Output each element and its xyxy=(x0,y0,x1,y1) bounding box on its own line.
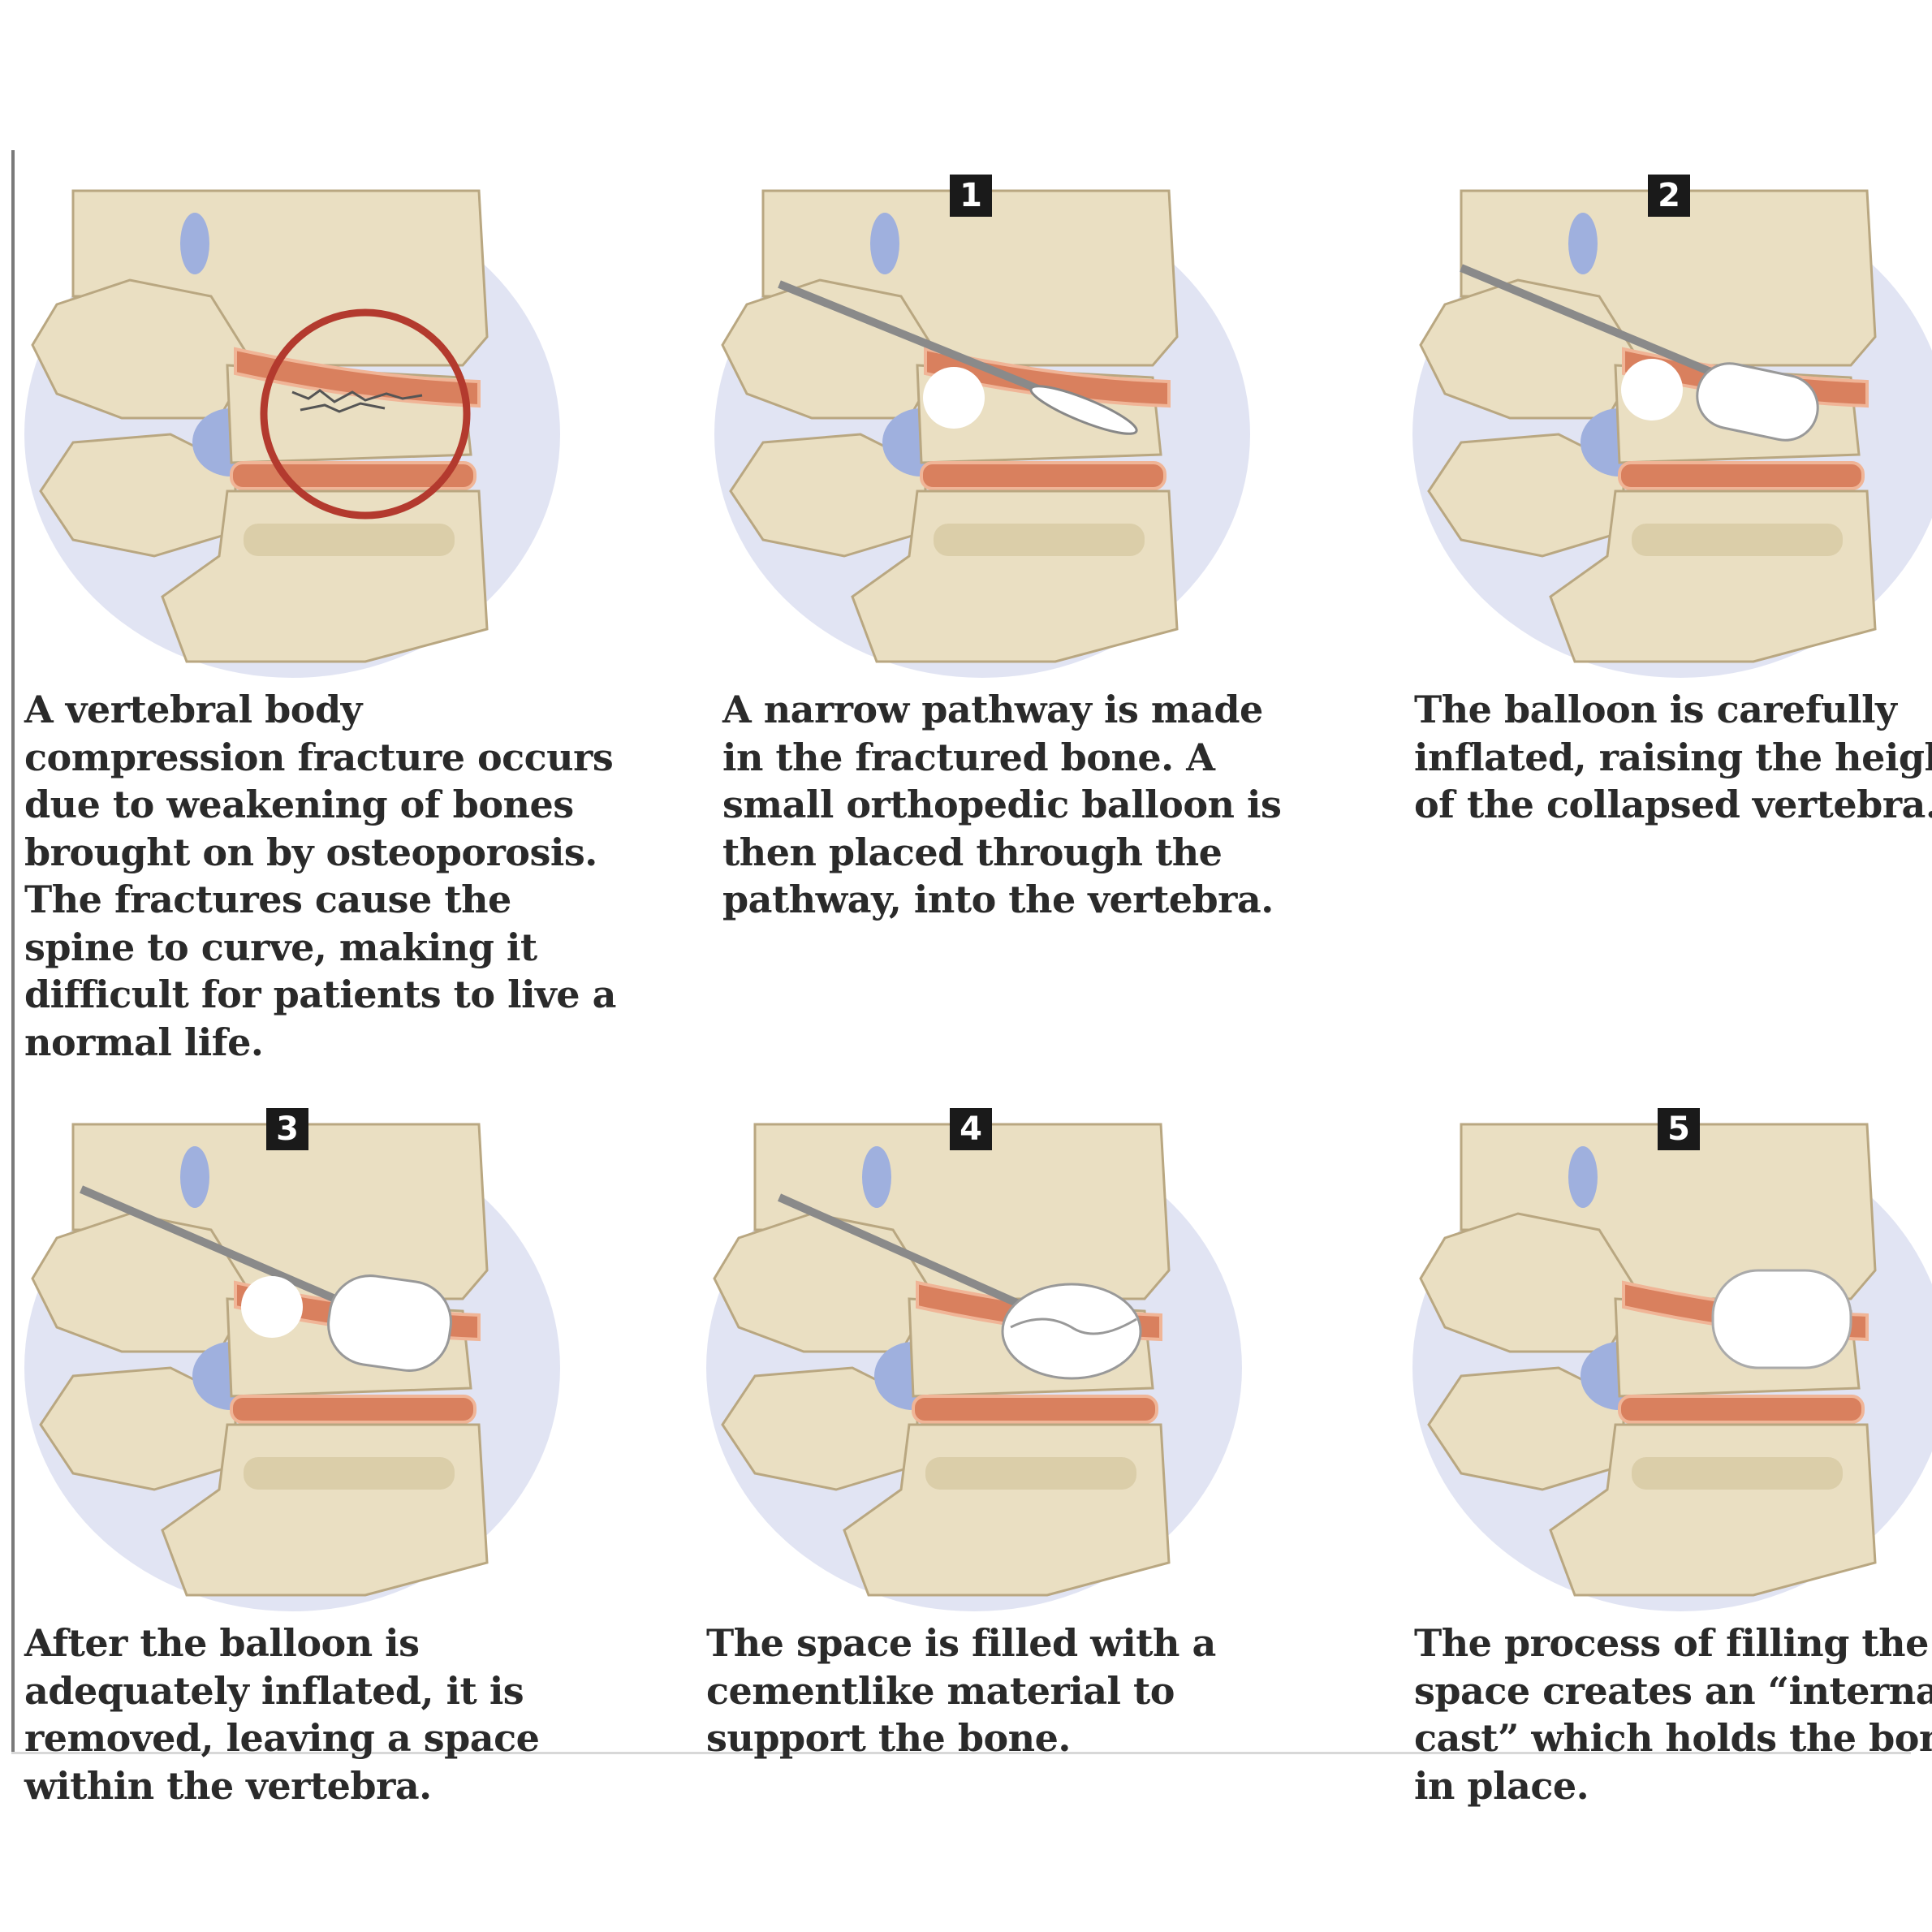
vertebra-step-5-svg xyxy=(1412,1123,1932,1611)
lower-disc xyxy=(912,1395,1158,1424)
vertebra-shading xyxy=(925,1457,1136,1490)
vertebra-illustration xyxy=(24,1108,641,1611)
posterior-process-lower xyxy=(39,433,237,558)
foramen-upper xyxy=(862,1146,891,1208)
posterior-process-lower xyxy=(1427,1366,1625,1491)
lower-disc xyxy=(1618,1395,1865,1424)
internal-cast xyxy=(1711,1269,1852,1369)
deflated-balloon xyxy=(1029,385,1138,435)
caption-step-5: The process of filling the space creates… xyxy=(1414,1621,1932,1808)
lower-disc xyxy=(920,461,1167,490)
vertebra-illustration xyxy=(706,1108,1323,1611)
vertebra-shading xyxy=(1632,524,1843,556)
vertebra-step-1-svg xyxy=(714,189,1250,678)
cement-filled-cavity xyxy=(1001,1283,1142,1380)
upper-disc xyxy=(924,347,1171,408)
step-number-badge: 3 xyxy=(266,1108,308,1150)
vertebra-illustration xyxy=(1412,1108,1932,1611)
caption-fracture: A vertebral body compression fracture oc… xyxy=(24,688,616,1064)
foramen-upper xyxy=(180,213,209,274)
vertebra-shading xyxy=(244,524,455,556)
vertebra-step-2-svg xyxy=(1412,189,1932,678)
entry-point-marker xyxy=(1621,359,1683,420)
fracture-crack xyxy=(291,389,423,413)
step-number-badge: 1 xyxy=(950,175,992,217)
foramen-upper xyxy=(1568,1146,1598,1208)
caption-step-4: The space is filled with a cementlike ma… xyxy=(706,1621,1216,1760)
vertebra-illustration xyxy=(1412,175,1932,678)
caption-step-3: After the balloon is adequately inflated… xyxy=(24,1621,540,1808)
vertebra-shading xyxy=(934,524,1145,556)
caption-step-1: A narrow pathway is made in the fracture… xyxy=(722,688,1282,921)
vertebra-fracture-svg xyxy=(24,189,560,678)
fracture-highlight-circle xyxy=(260,308,471,520)
posterior-process-lower xyxy=(721,1366,919,1491)
bottom-border-line xyxy=(11,1752,1911,1754)
step-number-badge: 4 xyxy=(950,1108,992,1150)
caption-step-2: The balloon is carefully inflated, raisi… xyxy=(1414,688,1932,826)
spine-segment xyxy=(1412,189,1932,678)
posterior-process-lower xyxy=(729,433,927,558)
step-number-badge: 2 xyxy=(1648,175,1690,217)
upper-disc xyxy=(234,347,481,408)
vertebra-step-4-svg xyxy=(706,1123,1242,1611)
vertebra-shading xyxy=(1632,1457,1843,1490)
foramen-upper xyxy=(180,1146,209,1208)
posterior-process-lower xyxy=(39,1366,237,1491)
vertebra-illustration xyxy=(714,175,1331,678)
entry-point-marker xyxy=(241,1276,303,1338)
step-number-badge: 5 xyxy=(1658,1108,1700,1150)
spine-segment xyxy=(714,189,1250,678)
vertebra-shading xyxy=(244,1457,455,1490)
cement-fill-line xyxy=(1010,1317,1137,1335)
left-border-line xyxy=(11,150,15,1753)
inflating-balloon xyxy=(1696,362,1819,442)
spine-segment xyxy=(1412,1123,1932,1611)
foramen-upper xyxy=(870,213,899,274)
posterior-process-lower xyxy=(1427,433,1625,558)
entry-point-marker xyxy=(923,367,985,429)
spine-segment xyxy=(24,189,560,678)
vertebra-step-3-svg xyxy=(24,1123,560,1611)
lower-disc xyxy=(1618,461,1865,490)
foramen-upper xyxy=(1568,213,1598,274)
vertebra-illustration xyxy=(24,175,641,678)
inflated-balloon xyxy=(327,1274,452,1372)
lower-disc xyxy=(230,1395,477,1424)
